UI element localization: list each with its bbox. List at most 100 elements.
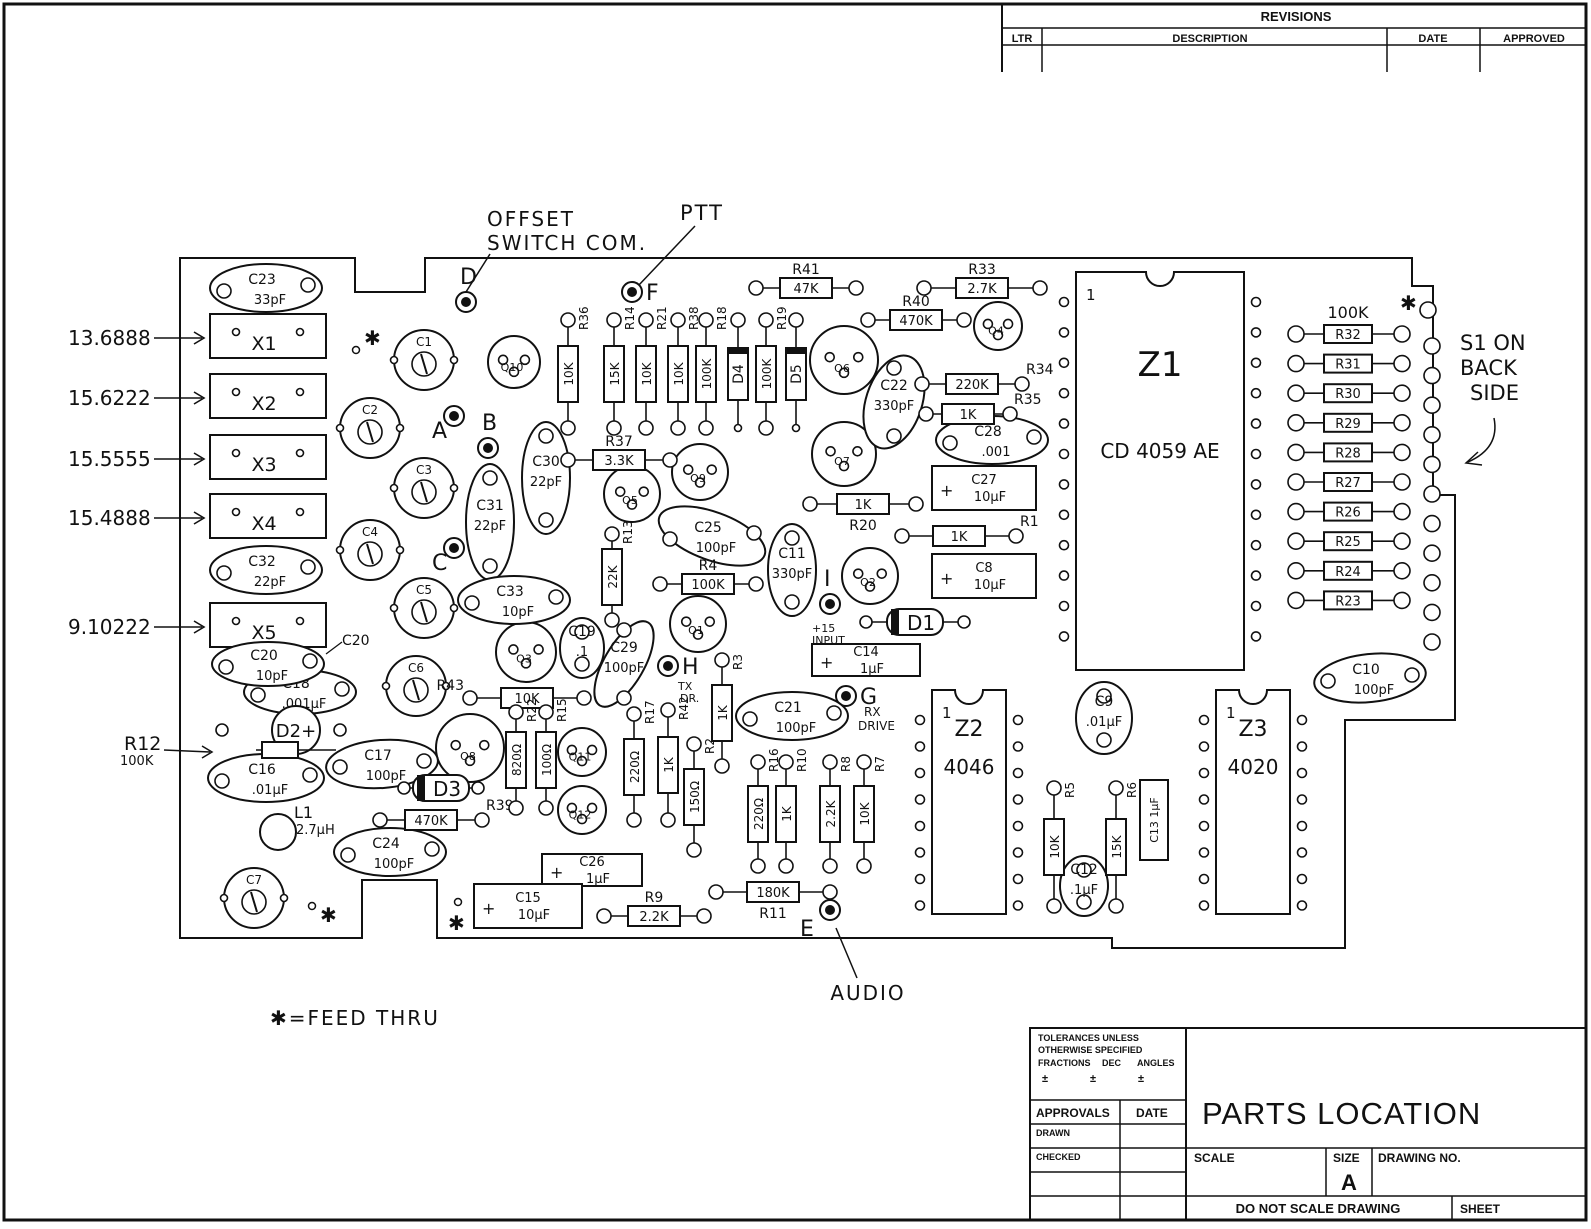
test-point-dot: [483, 443, 493, 453]
capacitor-pad: [538, 512, 554, 528]
s1-pad: [1423, 573, 1441, 592]
capacitor-body: [209, 263, 323, 313]
capacitor-ref: C29: [610, 640, 638, 656]
resistor-body: [955, 277, 1009, 299]
transistor-lead: [586, 744, 598, 756]
crystal-ref: X2: [251, 393, 276, 415]
transistor-lead: [824, 351, 836, 363]
revisions-col-date: DATE: [1418, 33, 1447, 45]
resistor-body: [505, 731, 527, 789]
transistor-q1: Q1: [669, 595, 727, 653]
capacitor-ref: C28: [974, 424, 1002, 440]
arrow-head: [193, 331, 206, 345]
ic-pin: [914, 900, 926, 911]
size-label: SIZE: [1333, 1151, 1360, 1165]
capacitor-body: [735, 691, 849, 741]
capacitor-pad: [886, 428, 902, 444]
feed-thru-marker: ✱: [448, 911, 465, 935]
tx-label-line2: DR.: [680, 692, 699, 705]
capacitor-polarity: +: [482, 899, 495, 918]
capacitor-c12: C12.1µF: [1059, 855, 1109, 917]
resistor-body: [1323, 590, 1373, 611]
resistor-value: 47K: [793, 282, 819, 297]
diode-pad: [730, 312, 746, 328]
tolerance-fractions: FRACTIONS: [1038, 1058, 1091, 1068]
diode-d3: D3: [397, 774, 485, 802]
capacitor-pad: [1404, 667, 1420, 683]
transistor-lead: [706, 464, 718, 475]
diode-pad: [333, 723, 347, 737]
transistor-lead: [533, 644, 544, 655]
c20-callout: C20: [342, 633, 370, 649]
capacitor-value: .01µF: [252, 783, 288, 798]
transistor-body: [811, 421, 877, 487]
resistor-pad: [372, 812, 388, 828]
ic-pin: [1250, 539, 1262, 551]
capacitor-value: 100pF: [1354, 683, 1395, 698]
resistor-pad: [748, 576, 764, 592]
ic-pin: [1198, 873, 1210, 885]
test-point-i: I: [819, 567, 841, 615]
diode-ref: D3: [433, 777, 461, 801]
resistor-value: 1K: [716, 704, 730, 721]
capacitor-pad: [574, 624, 590, 640]
input-label-line1: +15: [812, 622, 835, 635]
capacitor-ref: C9: [1095, 694, 1114, 710]
trimmer-pad: [279, 893, 289, 903]
capacitor-pad: [886, 360, 902, 376]
transistor-lead: [852, 446, 863, 457]
resistor-value: 1K: [951, 530, 968, 545]
resistor-value: 22K: [606, 564, 620, 588]
resistor-value: 470K: [414, 814, 448, 829]
resistor-pad: [670, 312, 686, 328]
tx-label-line1: TX: [677, 680, 693, 693]
ic-pin: [1250, 387, 1262, 399]
resistor-body: [1323, 383, 1373, 404]
capacitor-pad: [942, 435, 958, 451]
capacitor-pad: [784, 530, 800, 546]
capacitor-polarity: +: [940, 481, 953, 500]
capacitor-value: 10µF: [974, 490, 1006, 505]
resistor-pad: [856, 858, 872, 874]
trimmer-pad: [441, 681, 451, 691]
diode-ref: D4: [731, 364, 747, 384]
resistor-body: [627, 905, 681, 927]
lead-wire: [420, 481, 428, 503]
transistor-lead: [586, 802, 598, 814]
resistor-pad: [638, 312, 654, 328]
resistor-ref: R15: [555, 698, 569, 722]
capacitor-ref: C24: [372, 836, 400, 852]
resistor-pad: [822, 858, 838, 874]
approvals-header: APPROVALS: [1036, 1106, 1110, 1120]
capacitor-ref: C31: [476, 498, 504, 514]
resistor-pad: [1287, 413, 1305, 432]
crystal-ref: X1: [251, 333, 276, 355]
transistor-lead: [519, 354, 531, 366]
lead-wire: [412, 679, 420, 701]
crystal-body: [209, 493, 327, 539]
capacitor-pad: [826, 705, 842, 721]
resistor-body: [941, 403, 995, 425]
resistor-ref: R13: [621, 520, 635, 544]
capacitor-pad: [548, 589, 564, 605]
resistor-pad: [686, 842, 702, 858]
resistor-pad: [1393, 473, 1411, 491]
resistor-body: [1043, 818, 1065, 876]
resistor-ref: R18: [715, 306, 729, 330]
ic-pin: [1058, 570, 1070, 581]
capacitor-value: 1µF: [586, 872, 610, 887]
ic-pin: [1058, 509, 1070, 521]
lead-wire: [366, 421, 374, 443]
test-point-label: G: [860, 685, 877, 710]
transistor-lead: [464, 755, 476, 767]
capacitor-polarity: +: [940, 569, 953, 588]
capacitor-value: 10pF: [502, 605, 534, 620]
ic-pin: [1250, 357, 1262, 369]
crystal-ref: X5: [251, 622, 276, 644]
resistor-pad: [1287, 354, 1305, 373]
